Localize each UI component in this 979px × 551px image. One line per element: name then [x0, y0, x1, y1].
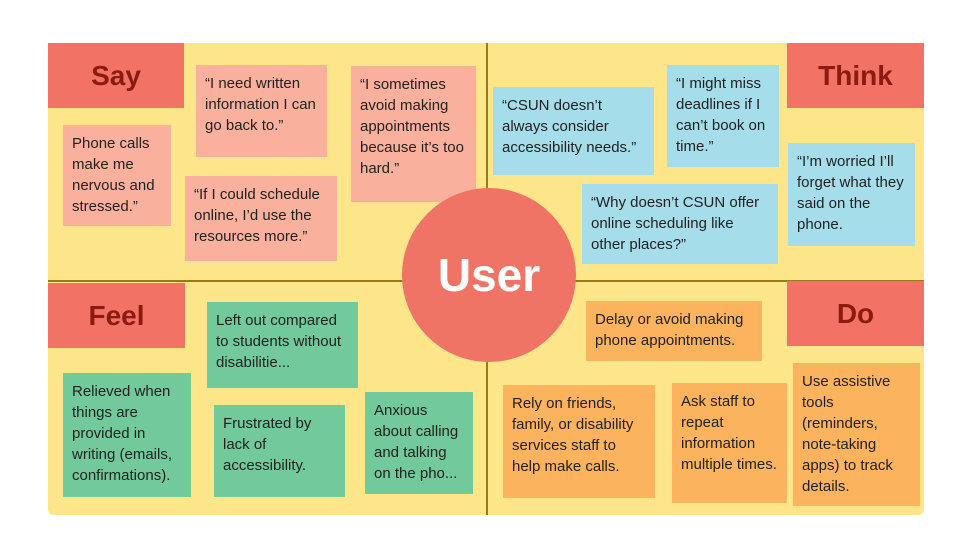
feel-note[interactable]: Relieved when things are provided in wri…: [63, 373, 191, 497]
do-note[interactable]: Use assistive tools (reminders, note-tak…: [793, 363, 920, 506]
think-note[interactable]: “Why doesn’t CSUN offer online schedulin…: [582, 184, 778, 264]
think-note[interactable]: “CSUN doesn’t always consider accessibil…: [493, 87, 654, 175]
do-note[interactable]: Ask staff to repeat information multiple…: [672, 383, 787, 503]
do-note[interactable]: Rely on friends, family, or disability s…: [503, 385, 655, 498]
feel-note[interactable]: Left out compared to students without di…: [207, 302, 358, 388]
user-center-circle: User: [402, 188, 576, 362]
say-note[interactable]: “I sometimes avoid making appointments b…: [351, 66, 476, 202]
feel-label: Feel: [48, 283, 185, 348]
say-label: Say: [48, 43, 184, 108]
think-note[interactable]: “I’m worried I’ll forget what they said …: [788, 143, 915, 246]
say-note[interactable]: “If I could schedule online, I’d use the…: [185, 176, 337, 261]
feel-note[interactable]: Anxious about calling and talking on the…: [365, 392, 473, 494]
say-note[interactable]: Phone calls make me nervous and stressed…: [63, 125, 171, 226]
think-label: Think: [787, 43, 924, 108]
think-note[interactable]: “I might miss deadlines if I can’t book …: [667, 65, 779, 167]
say-note[interactable]: “I need written information I can go bac…: [196, 65, 327, 157]
do-label: Do: [787, 281, 924, 346]
do-note[interactable]: Delay or avoid making phone appointments…: [586, 301, 762, 361]
feel-note[interactable]: Frustrated by lack of accessibility.: [214, 405, 345, 497]
